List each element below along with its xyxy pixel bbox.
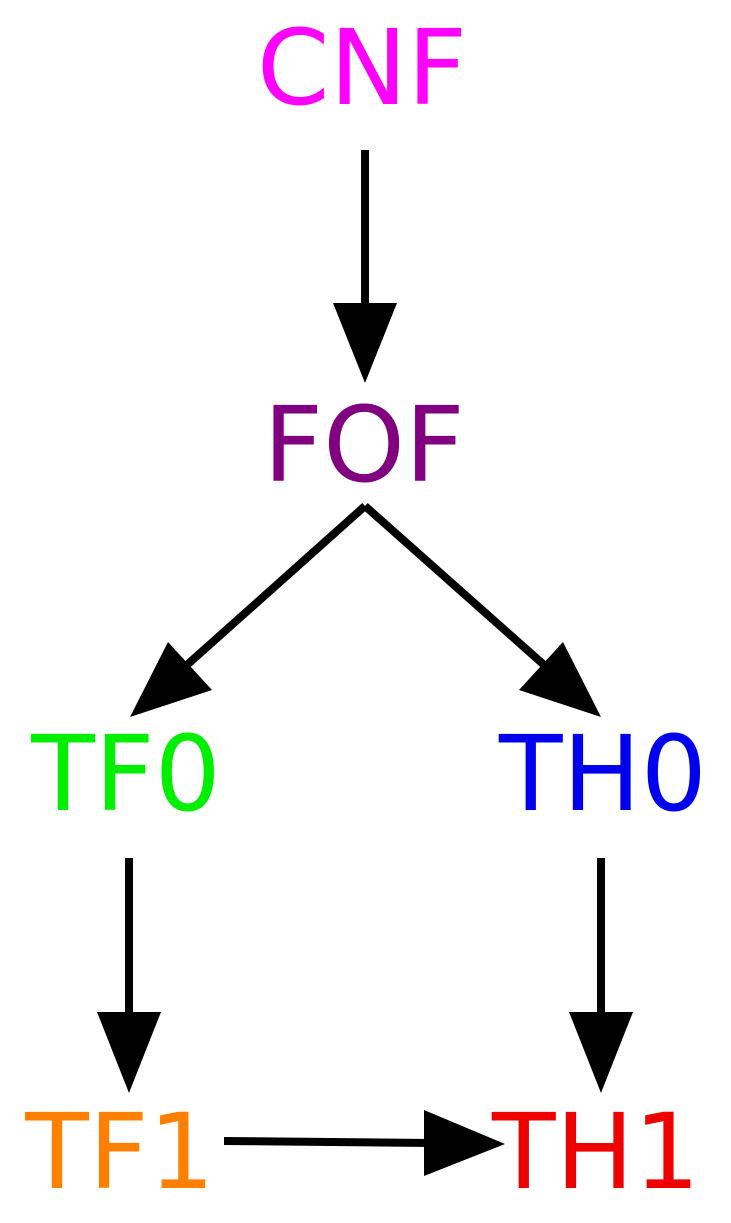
node-cnf: CNF	[257, 7, 467, 129]
arrowhead-icon	[97, 1012, 161, 1093]
arrowhead-icon	[130, 642, 212, 717]
node-th1: TH1	[491, 1091, 700, 1213]
edge-tf0-to-tf1	[97, 858, 161, 1093]
arrowhead-icon	[424, 1110, 505, 1176]
edge-tf1-to-th1	[223, 1110, 505, 1176]
edge-th0-to-th1	[569, 858, 633, 1093]
arrowhead-icon	[333, 303, 397, 383]
edge-fof-to-th0	[362, 503, 601, 717]
node-tf0: TF0	[30, 713, 221, 835]
arrowhead-icon	[519, 642, 601, 717]
node-tf1: TF1	[24, 1091, 215, 1213]
arrowhead-icon	[569, 1012, 633, 1093]
edge-cnf-to-fof	[333, 150, 397, 383]
node-fof: FOF	[263, 384, 465, 506]
node-th0: TH0	[498, 713, 707, 835]
edge-fof-to-tf0	[130, 503, 368, 717]
